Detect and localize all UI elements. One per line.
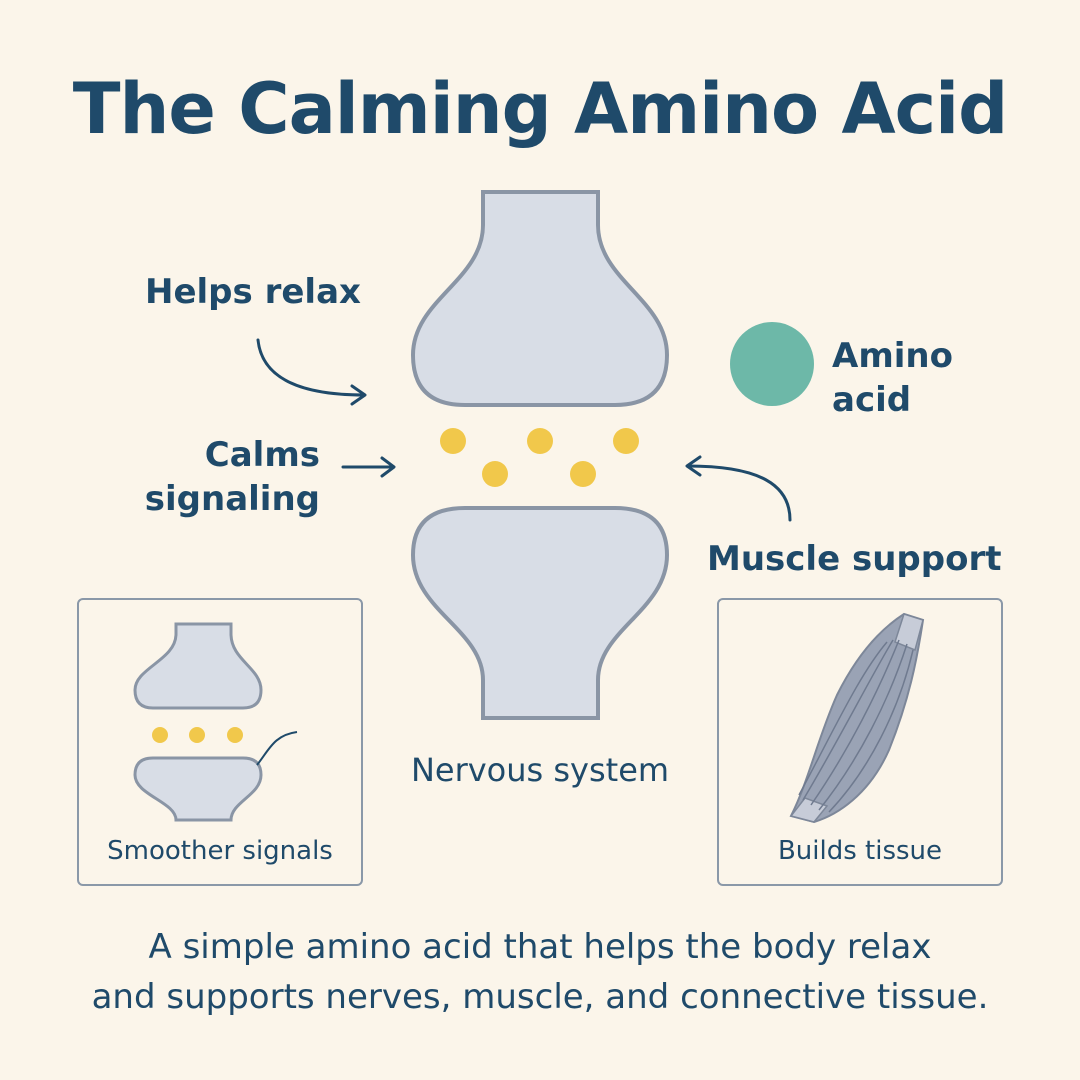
footer-line1: A simple amino acid that helps the body … — [148, 927, 932, 967]
tendon-top — [894, 613, 924, 652]
postsynaptic-terminal — [410, 506, 670, 720]
builds-tissue-panel: Builds tissue — [717, 598, 1003, 886]
pointer-line — [256, 731, 298, 766]
neurotransmitter-dot — [440, 428, 466, 454]
mini-dot — [152, 727, 168, 743]
mini-dot — [189, 727, 205, 743]
neurotransmitter-dot — [527, 428, 553, 454]
footer-line2: and supports nerves, muscle, and connect… — [91, 977, 989, 1017]
calms-signaling-label: Calms signaling — [120, 433, 320, 521]
amino-acid-label: Amino acid — [832, 334, 953, 422]
calms-arrow-icon — [341, 456, 396, 478]
mini-presynaptic — [133, 622, 263, 710]
mini-synapse-icon — [133, 622, 298, 822]
muscle-fiber-icon — [789, 612, 925, 824]
calms-line2: signaling — [144, 479, 320, 519]
mini-postsynaptic — [133, 756, 263, 822]
amino-line1: Amino — [832, 336, 953, 376]
neurotransmitter-dot — [570, 461, 596, 487]
muscle-striations — [798, 639, 914, 813]
builds-tissue-caption: Builds tissue — [777, 836, 943, 866]
neurotransmitter-dots — [440, 428, 639, 487]
presynaptic-terminal — [410, 190, 670, 407]
nervous-system-label: Nervous system — [410, 751, 670, 789]
amino-acid-icon — [730, 322, 814, 406]
helps-relax-arrow-icon — [256, 338, 367, 406]
helps-relax-label: Helps relax — [145, 272, 361, 312]
tendon-bottom — [789, 797, 829, 823]
amino-line2: acid — [832, 380, 912, 420]
neurotransmitter-dot — [613, 428, 639, 454]
muscle-support-label: Muscle support — [707, 539, 1002, 579]
smoother-signals-caption: Smoother signals — [107, 836, 333, 866]
calms-line1: Calms — [204, 435, 320, 475]
neurotransmitter-dot — [482, 461, 508, 487]
footer-description: A simple amino acid that helps the body … — [0, 922, 1080, 1022]
smoother-signals-panel: Smoother signals — [77, 598, 363, 886]
page-title: The Calming Amino Acid — [72, 68, 1008, 150]
muscle-support-arrow-icon — [685, 455, 792, 522]
mini-dot — [227, 727, 243, 743]
